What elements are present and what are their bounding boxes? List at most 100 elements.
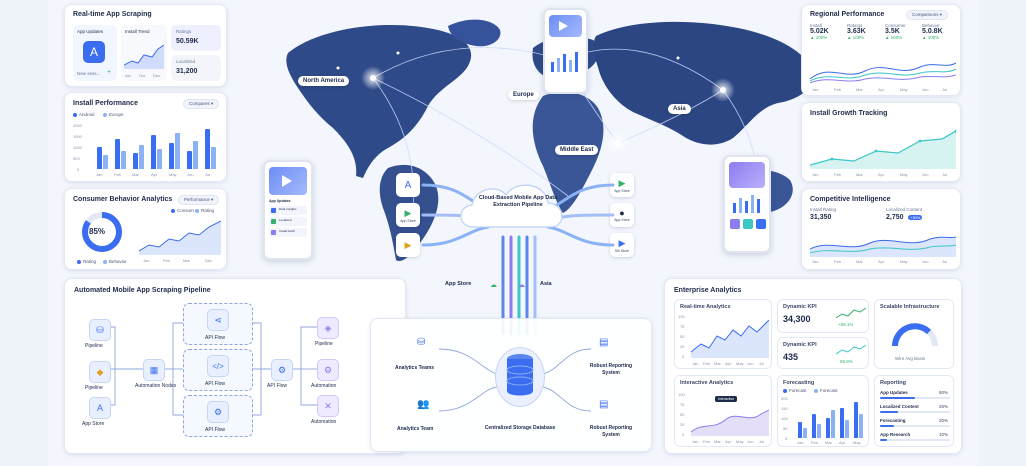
storage-connectors: [438, 348, 592, 412]
tools-icon: ✕: [324, 400, 332, 411]
phone-screen-title: App Updates: [269, 199, 291, 203]
realtime-analytics-panel: Real-time Analytics 100 75 50 25 0 Jan F…: [674, 299, 772, 369]
cloud-icon: [460, 184, 563, 228]
phone-mockup-top: [543, 8, 588, 94]
api-flow-node-3[interactable]: ⚙: [207, 401, 229, 423]
performance-dropdown[interactable]: Performance ▾: [178, 195, 220, 205]
install-growth-card: Install Growth Tracking Jan Feb Mar Apr …: [801, 102, 961, 182]
kpi1-sparkline: [836, 307, 866, 319]
forecasting-bars: [796, 398, 866, 438]
output-automation-node-2[interactable]: ✕: [317, 395, 339, 417]
install-trend-sparkline: [124, 44, 164, 69]
python-icon: ◆: [96, 366, 104, 377]
app-store-icon: A: [96, 403, 103, 413]
install-growth-line-chart: [810, 129, 956, 169]
install-performance-bars: [93, 123, 221, 169]
metric-ratings: Ratings 3.63K ▲ 100%: [847, 23, 866, 40]
reporting-progress-fill: [880, 411, 898, 413]
compares-dropdown[interactable]: Compares ▾: [183, 99, 220, 109]
output-automation-node[interactable]: ⚙: [317, 359, 339, 381]
consumer-donut-chart: [82, 212, 122, 252]
phone-list-item: Localized: [269, 217, 307, 226]
code-icon: </>: [212, 361, 224, 371]
card-title: Real-time App Scraping: [73, 11, 152, 18]
database-icon: ⛁: [417, 337, 426, 348]
reporting-progress-track: [880, 439, 950, 441]
pipeline-connectors: [109, 322, 317, 416]
metric-behavior: Behavior 5.0.8K ▲ 100%: [922, 23, 943, 40]
api-flow-node-2[interactable]: </>: [207, 355, 229, 377]
play-store-icon: ▶: [618, 237, 626, 248]
dynamic-kpi-1: Dynamic KPI 34,300 +59.1%: [777, 299, 869, 333]
card-title: Install Performance: [73, 100, 138, 107]
store-icon-left-1[interactable]: A: [396, 173, 420, 197]
kpi2-sparkline: [836, 344, 866, 355]
phone-list-item: Install Fetch: [269, 228, 307, 237]
localized-tile: Localized 31,200: [171, 55, 221, 81]
ratings-tile: Ratings 50.59K: [171, 25, 221, 51]
play-store-icon: ▶: [618, 177, 626, 188]
source-python-node[interactable]: ◆: [89, 361, 111, 383]
phone-list-item: Data Insights: [269, 206, 307, 215]
app-updates-tile[interactable]: App Updates A New sess... +: [73, 25, 117, 81]
cloud-title: Cloud-Based Mobile App Data Extraction P…: [478, 195, 558, 209]
competitive-wave-chart: [810, 236, 956, 257]
reporting-row-label: Localized Content: [880, 404, 919, 409]
region-middle-east: Middle East: [555, 145, 599, 155]
region-asia: Asia: [668, 104, 691, 114]
database-icon: ⛁: [96, 324, 104, 335]
reporting-row-value: 20%: [938, 418, 948, 423]
reporting-progress-track: [880, 397, 950, 399]
card-title: Competitive Intelligence: [810, 196, 891, 203]
infrastructure-gauge: [892, 323, 938, 347]
card-title: Install Growth Tracking: [810, 110, 888, 117]
reporting-progress-track: [880, 425, 950, 427]
store-icon-right-1[interactable]: ▶App Store: [610, 173, 634, 197]
source-pipeline-node[interactable]: ⛁: [89, 319, 111, 341]
api-flow-mid-node[interactable]: ⚙: [271, 359, 293, 381]
play-store-icon: ▶: [404, 239, 412, 250]
interactive-analytics-chart: [691, 409, 769, 436]
realtime-scraping-card: Real-time App Scraping App Updates A New…: [64, 4, 227, 87]
competitive-intelligence-card: Competitive Intelligence Install Rating …: [801, 188, 961, 270]
reporting-row-value: 10%: [938, 432, 948, 437]
reporting-progress-fill: [880, 425, 894, 427]
cloud-small-icon: ☁: [518, 282, 525, 289]
gear-icon: ⚙: [277, 364, 287, 375]
card-title: Regional Performance: [810, 11, 885, 18]
card-title: Automated Mobile App Scraping Pipeline: [74, 287, 211, 294]
cloud-small-icon: ☁: [490, 282, 497, 289]
api-flow-node-1[interactable]: ⋖: [207, 309, 229, 331]
share-icon: ⋖: [214, 314, 222, 325]
card-title: Consumer Behavior Analytics: [73, 196, 173, 203]
reporting-row-value: 50%: [938, 390, 948, 395]
card-title: Enterprise Analytics: [674, 287, 742, 294]
plus-icon: +: [107, 69, 112, 76]
gear-icon: ⚙: [213, 406, 223, 417]
enterprise-analytics-card: Enterprise Analytics Real-time Analytics…: [664, 278, 962, 454]
app-store-icon: A: [404, 179, 412, 191]
comparisons-dropdown[interactable]: Comparisons ▾: [906, 10, 949, 20]
reporting-progress-track: [880, 411, 950, 413]
reporting-progress-fill: [880, 439, 887, 441]
play-store-icon: ▶: [404, 207, 412, 218]
interactive-tooltip: Interactive: [715, 396, 738, 402]
interactive-analytics-panel: Interactive Analytics Interactive 100 75…: [674, 375, 772, 447]
reporting-row-label: App Research: [880, 432, 911, 437]
store-icon-left-3[interactable]: ▶: [396, 233, 420, 257]
install-performance-card: Install Performance Compares ▾ Android E…: [64, 92, 227, 182]
donut-value: 85%: [89, 227, 106, 236]
automation-nodes-node[interactable]: ▦: [143, 359, 165, 381]
scalable-infrastructure-panel: Scalable Infrastructure Wire Avg Basis: [874, 299, 954, 369]
cloud-pipeline-graphic: [421, 183, 615, 335]
automated-pipeline-card: Automated Mobile App Scraping Pipeline ⛁…: [64, 278, 406, 454]
source-app-store-node[interactable]: A: [89, 397, 111, 419]
reporting-row-label: App Updates: [880, 390, 908, 395]
phone-mockup-right: [723, 155, 771, 253]
output-pipeline-node[interactable]: ◈: [317, 317, 339, 339]
team-icon: 👥: [417, 399, 430, 410]
consumer-area-chart: [139, 220, 221, 255]
forecasting-panel: Forecasting Forecast Forecast 200 150 10…: [777, 375, 869, 447]
store-icon-left-2[interactable]: ▶App Store: [396, 203, 420, 227]
storage-card: ⛁ Analytics Teams 👥 Analytics Team Centr…: [370, 318, 652, 452]
